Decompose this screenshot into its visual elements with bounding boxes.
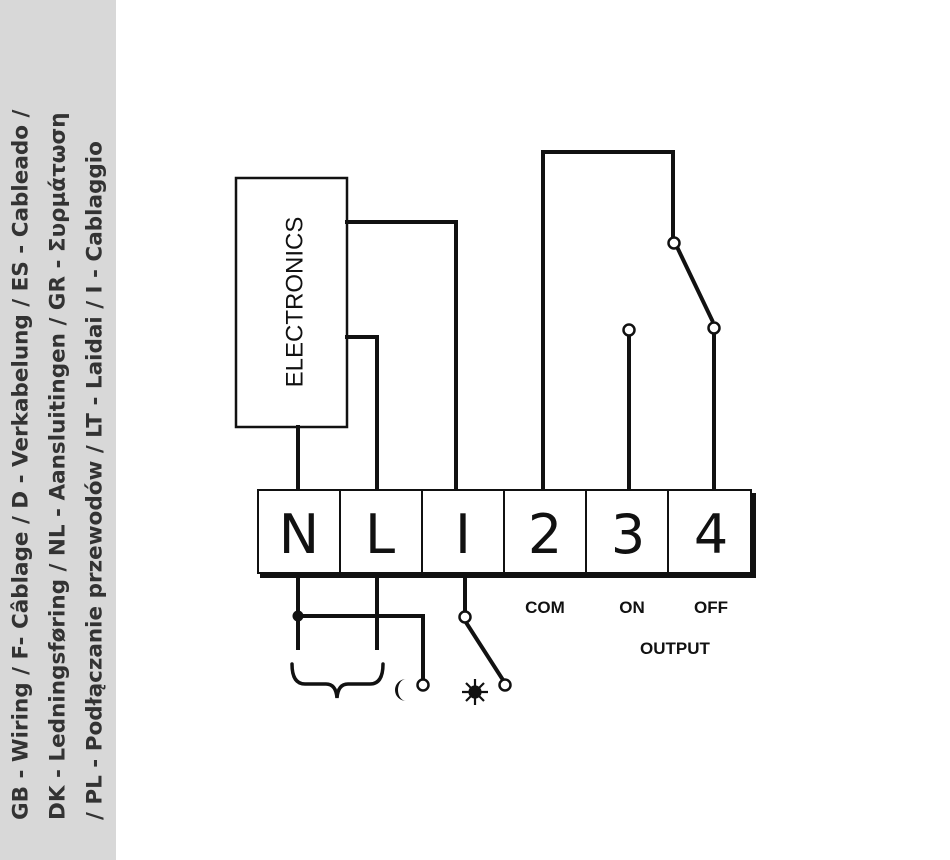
terminal-3: 3: [611, 503, 645, 566]
wire-l-to-electronics: [347, 337, 377, 490]
relay-on-contact: [624, 325, 635, 336]
switch-pivot-contact: [460, 612, 471, 623]
relay-contact-arm: [678, 249, 712, 320]
off-label: OFF: [694, 598, 728, 617]
wire-n-to-moon: [298, 616, 423, 678]
relay-off-contact: [709, 323, 720, 334]
terminal-i: I: [455, 503, 471, 566]
terminal-2: 2: [528, 503, 562, 566]
electronics-label: ELECTRONICS: [281, 217, 308, 388]
terminal-n: N: [279, 503, 319, 566]
terminal-4: 4: [694, 503, 728, 566]
sun-contact: [500, 680, 511, 691]
moon-icon: [395, 679, 406, 701]
relay-com-contact: [669, 238, 680, 249]
switch-arm: [467, 624, 503, 680]
wire-i-to-electronics: [347, 222, 456, 490]
sun-icon: [462, 679, 488, 705]
brace-icon: [292, 664, 383, 698]
terminal-l: L: [365, 503, 395, 566]
junction-dot: [293, 611, 304, 622]
on-label: ON: [619, 598, 645, 617]
output-label: OUTPUT: [640, 639, 711, 658]
com-label: COM: [525, 598, 565, 617]
wire-com-to-relay: [543, 152, 673, 490]
moon-contact: [418, 680, 429, 691]
